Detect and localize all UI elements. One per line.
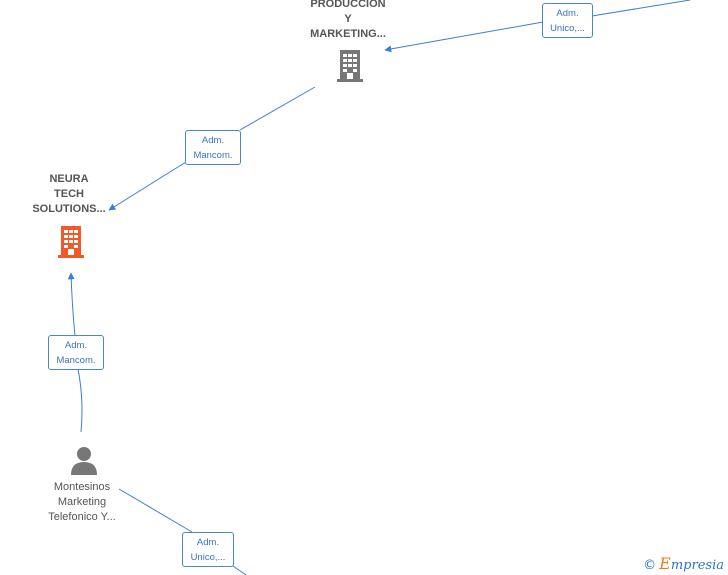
edge-badge-produccion-neura[interactable]: Adm. Mancom. <box>185 130 241 165</box>
node-produccion-label[interactable]: PRODUCCION Y MARKETING... <box>288 0 408 42</box>
edge-badge-person-bottom-line2: Unico,... <box>190 552 226 563</box>
node-person-line1: Montesinos <box>53 481 111 493</box>
edge-person-to-neura <box>77 368 83 433</box>
person-icon[interactable] <box>69 445 99 475</box>
node-neura-line1: NEURA <box>49 173 89 185</box>
node-person-line2: Marketing <box>57 496 107 508</box>
brand-initial: E <box>659 554 671 573</box>
edge-badge-person-neura-line1: Adm. <box>64 340 88 351</box>
edge-badge-produccion-neura-line1: Adm. <box>201 135 225 146</box>
edge-person-to-bottom <box>118 488 193 533</box>
node-produccion-line3: MARKETING... <box>310 28 386 40</box>
edge-person-to-neura-arrow <box>67 272 76 337</box>
edge-badge-person-bottom[interactable]: Adm. Unico,... <box>182 532 234 567</box>
edge-badge-top-right-line1: Adm. <box>556 8 579 19</box>
node-neura-label[interactable]: NEURA TECH SOLUTIONS... <box>9 172 129 217</box>
edge-top-right-arrow <box>384 21 544 53</box>
empresia-watermark: ©Empresia <box>643 554 724 573</box>
edge-badge-person-bottom-line1: Adm. <box>196 537 220 548</box>
edge-badge-top-right-line2: Unico,... <box>550 23 585 34</box>
building-icon[interactable] <box>55 224 87 258</box>
node-produccion-line2: Y <box>344 13 352 25</box>
edge-person-to-bottom-tail <box>232 565 247 575</box>
edge-top-right-to-produccion <box>591 0 691 17</box>
edge-badge-top-right[interactable]: Adm. Unico,... <box>542 3 593 38</box>
node-produccion-line1: PRODUCCION <box>310 0 386 10</box>
edge-badge-person-neura-line2: Mancom. <box>56 355 96 366</box>
copyright-icon: © <box>643 558 657 573</box>
building-icon[interactable] <box>334 48 366 82</box>
node-person-line3: Telefonico Y... <box>48 511 116 523</box>
node-person-label[interactable]: Montesinos Marketing Telefonico Y... <box>22 480 142 525</box>
edge-produccion-to-neura <box>239 86 316 131</box>
edge-produccion-to-neura-arrow <box>108 161 187 211</box>
brand-rest: mpresia <box>670 558 724 573</box>
node-neura-line3: SOLUTIONS... <box>32 203 106 215</box>
node-neura-line2: TECH <box>54 188 84 200</box>
edge-badge-produccion-neura-line2: Mancom. <box>193 150 233 161</box>
edge-badge-person-neura[interactable]: Adm. Mancom. <box>48 335 104 370</box>
